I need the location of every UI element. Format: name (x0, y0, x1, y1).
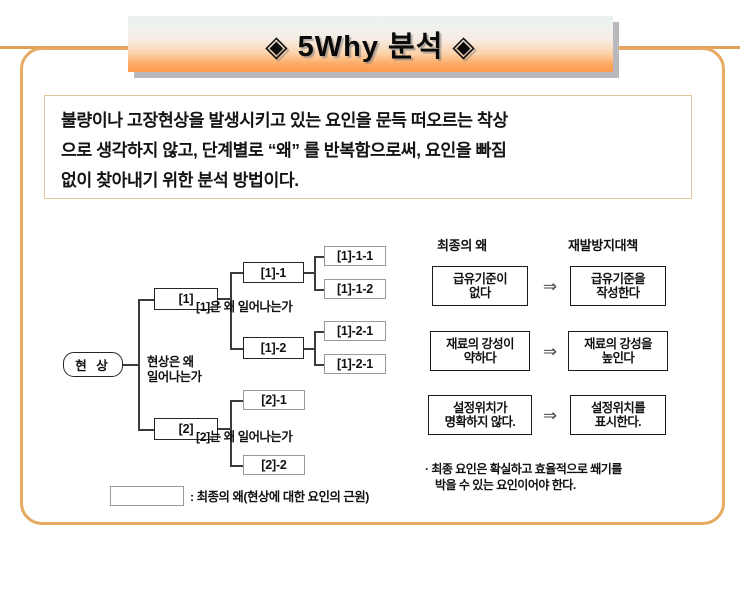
tree-connector-leaf-122 (314, 364, 325, 366)
action-box-3[interactable]: 설정위치를 표시한다. (570, 395, 666, 435)
arrow-icon-2: ⇒ (542, 342, 558, 361)
cause-box-1-line1: 급유기준이 (452, 271, 508, 286)
tree-node-b1[interactable]: [1] (154, 288, 218, 310)
countermeasure-footnote: · 최종 요인은 확실하고 효율적으로 쐐기를 박을 수 있는 요인이어야 한다… (425, 461, 680, 493)
arrow-icon-1: ⇒ (542, 277, 558, 296)
action-box-1-line2: 작성한다 (596, 286, 640, 300)
tree-label-b1-question: [1]은 왜 일어나는가 (196, 300, 293, 314)
legend-swatch (110, 486, 184, 506)
tree-connector-spine (138, 299, 140, 430)
tree-connector-b1c2 (230, 348, 244, 350)
footnote-line-2: 박을 수 있는 요인이어야 한다. (435, 478, 576, 492)
tree-connector-b2 (138, 429, 155, 431)
tree-node-root[interactable]: 현 상 (63, 352, 123, 377)
tree-leaf-1-2-2[interactable]: [1]-2-1 (324, 354, 386, 374)
tree-label-root-question: 현상은 왜 일어나는가 (147, 355, 202, 385)
cause-box-3-line2: 명확하지 않다. (444, 415, 516, 429)
tree-connector-b1 (138, 299, 155, 301)
action-box-2[interactable]: 재료의 강성을 높인다 (568, 331, 668, 371)
arrow-icon-3: ⇒ (542, 406, 558, 425)
tree-leaf-2-1[interactable]: [2]-1 (243, 390, 305, 410)
tree-connector-leaf-112 (314, 289, 325, 291)
action-box-3-line1: 설정위치를 (590, 400, 646, 415)
tree-connector-b1c2-split (314, 331, 316, 365)
page-title: ◈ 5Why 분석 ◈ (265, 31, 476, 63)
tree-leaf-1-1-2[interactable]: [1]-1-2 (324, 279, 386, 299)
description-line-3: 없이 찾아내기 위한 분석 방법이다. (61, 170, 299, 190)
tree-connector-b2-out (218, 428, 231, 430)
cause-box-2-line2: 약하다 (463, 351, 497, 365)
tree-connector-b1-out (218, 298, 231, 300)
cause-box-2[interactable]: 재료의 강성이 약하다 (430, 331, 530, 371)
tree-node-b1-child1[interactable]: [1]-1 (243, 262, 304, 283)
legend-label: : 최종의 왜(현상에 대한 요인의 근원) (190, 490, 369, 504)
cause-box-2-line1: 재료의 강성이 (446, 336, 514, 351)
tree-leaf-1-1-1[interactable]: [1]-1-1 (324, 246, 386, 266)
description-line-1: 불량이나 고장현상을 발생시키고 있는 요인을 문득 떠오르는 착상 (61, 110, 508, 130)
action-box-3-line2: 표시한다. (594, 415, 642, 429)
tree-connector-leaf-121 (314, 331, 325, 333)
tree-label-root-question-line1: 현상은 왜 (147, 355, 194, 369)
column-header-cause: 최종의 왜 (437, 238, 487, 253)
tree-leaf-2-2[interactable]: [2]-2 (243, 455, 305, 475)
column-header-action: 재발방지대책 (568, 238, 638, 253)
tree-leaf-1-2-1[interactable]: [1]-2-1 (324, 321, 386, 341)
tree-connector-leaf-21 (230, 400, 244, 402)
tree-connector-leaf-111 (314, 256, 325, 258)
tree-connector-b1c1-out (304, 272, 315, 274)
tree-connector-b1-split (230, 272, 232, 349)
tree-label-b2-question: [2]는 왜 일어나는가 (196, 430, 293, 444)
action-box-1[interactable]: 급유기준을 작성한다 (570, 266, 666, 306)
cause-box-1[interactable]: 급유기준이 없다 (432, 266, 528, 306)
tree-node-b1-child2[interactable]: [1]-2 (243, 337, 304, 359)
description-box: 불량이나 고장현상을 발생시키고 있는 요인을 문득 떠오르는 착상 으로 생각… (44, 95, 692, 199)
tree-connector-leaf-22 (230, 465, 244, 467)
action-box-2-line2: 높인다 (601, 351, 635, 365)
cause-box-1-line2: 없다 (469, 286, 491, 300)
tree-connector-b1c2-out (304, 348, 315, 350)
title-banner: ◈ 5Why 분석 ◈ (128, 16, 613, 72)
tree-connector-b2-split (230, 400, 232, 466)
action-box-1-line1: 급유기준을 (590, 271, 646, 286)
tree-connector-b1c1-split (314, 256, 316, 290)
description-line-2: 으로 생각하지 않고, 단계별로 “왜” 를 반복함으로써, 요인을 빠짐 (61, 140, 507, 160)
action-box-2-line1: 재료의 강성을 (584, 336, 652, 351)
tree-connector-b1c1 (230, 272, 244, 274)
tree-label-root-question-line2: 일어나는가 (147, 370, 202, 384)
cause-box-3[interactable]: 설정위치가 명확하지 않다. (428, 395, 532, 435)
footnote-line-1: · 최종 요인은 확실하고 효율적으로 쐐기를 (425, 462, 622, 476)
cause-box-3-line1: 설정위치가 (452, 400, 508, 415)
tree-node-b2[interactable]: [2] (154, 418, 218, 440)
tree-connector-root (123, 364, 139, 366)
